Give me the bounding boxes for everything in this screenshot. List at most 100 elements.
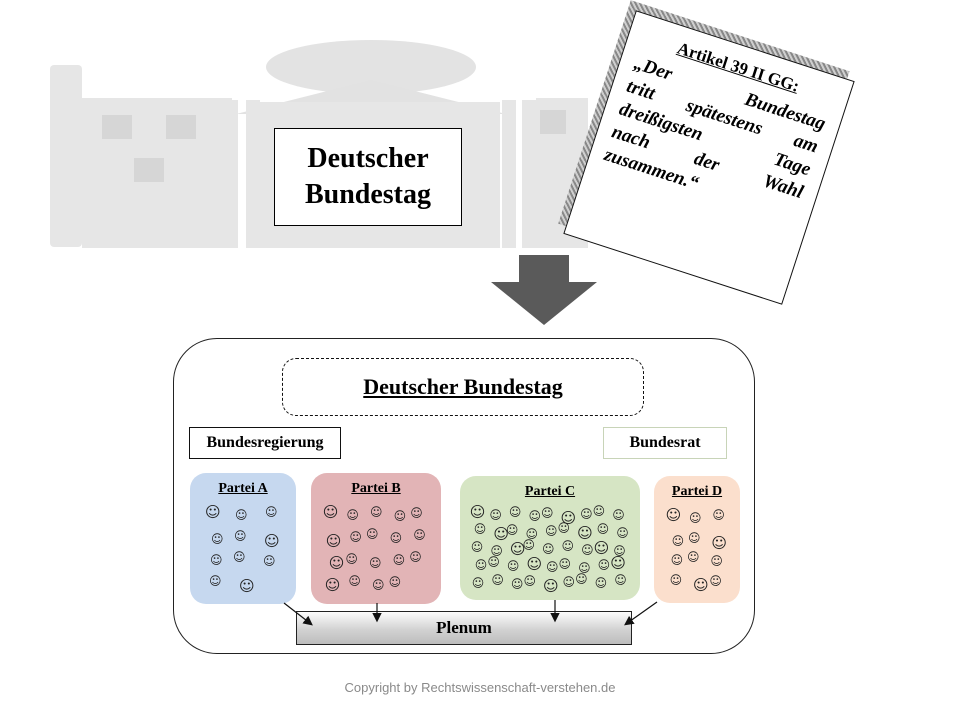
smiley-face-icon: ☺ (580, 507, 593, 522)
smiley-face-icon: ☺ (523, 573, 536, 588)
smiley-face-icon: ☺ (235, 508, 248, 523)
smiley-face-icon: ☺ (388, 574, 402, 589)
smiley-face-icon: ☺ (205, 503, 221, 522)
smiley-face-icon: ☺ (389, 531, 403, 546)
smiley-face-icon: ☺ (541, 506, 554, 521)
smiley-face-icon: ☺ (491, 572, 504, 587)
arrow-head (491, 282, 597, 325)
smiley-face-icon: ☺ (489, 508, 502, 523)
bundesregierung-label: Bundesregierung (206, 434, 324, 451)
smiley-face-icon: ☺ (545, 524, 558, 539)
diagram-title-box: Deutscher Bundestag (282, 358, 644, 416)
smiley-face-icon: ☺ (487, 554, 500, 569)
smiley-face-icon: ☺ (577, 524, 593, 543)
smiley-face-icon: ☺ (505, 523, 519, 538)
building-window (540, 110, 566, 134)
smiley-face-icon: ☺ (709, 574, 722, 589)
smiley-face-icon: ☺ (597, 557, 611, 572)
smiley-face-icon: ☺ (233, 549, 246, 564)
party-c-label: Partei C (524, 484, 576, 499)
smiley-face-icon: ☺ (325, 532, 342, 551)
smiley-face-icon: ☺ (669, 573, 683, 588)
smiley-face-icon: ☺ (693, 576, 709, 595)
smiley-face-icon: ☺ (510, 576, 524, 591)
smiley-face-icon: ☺ (413, 528, 426, 543)
party-a-box: Partei A ☺☺☺☺☺☺☺☺☺☺☺ (190, 473, 296, 604)
smiley-face-icon: ☺ (522, 538, 535, 552)
bundesregierung-box: Bundesregierung (189, 427, 341, 459)
smiley-face-icon: ☺ (665, 505, 682, 524)
smiley-face-icon: ☺ (348, 573, 361, 588)
smiley-face-icon: ☺ (561, 539, 575, 553)
smiley-face-icon: ☺ (710, 554, 723, 569)
smiley-face-icon: ☺ (372, 577, 385, 592)
smiley-face-icon: ☺ (471, 575, 485, 590)
party-d-box: Partei D ☺☺☺☺☺☺☺☺☺☺☺☺ (654, 476, 740, 603)
smiley-face-icon: ☺ (409, 549, 422, 564)
smiley-face-icon: ☺ (410, 506, 423, 521)
smiley-face-icon: ☺ (592, 504, 606, 519)
building-window (134, 158, 164, 182)
smiley-face-icon: ☺ (370, 505, 383, 520)
party-a-label: Partei A (218, 481, 268, 496)
smiley-face-icon: ☺ (234, 529, 247, 544)
smiley-face-icon: ☺ (562, 574, 576, 589)
smiley-face-icon: ☺ (614, 572, 627, 587)
smiley-face-icon: ☺ (557, 521, 571, 536)
smiley-face-icon: ☺ (349, 530, 362, 545)
building-column (502, 100, 516, 248)
smiley-face-icon: ☺ (616, 526, 629, 541)
smiley-face-icon: ☺ (688, 530, 701, 545)
smiley-face-icon: ☺ (393, 509, 407, 524)
smiley-face-icon: ☺ (392, 552, 406, 567)
smiley-face-icon: ☺ (211, 532, 224, 547)
smiley-face-icon: ☺ (558, 556, 572, 571)
smiley-face-icon: ☺ (687, 550, 700, 565)
smiley-face-icon: ☺ (209, 573, 222, 588)
smiley-face-icon: ☺ (490, 544, 503, 558)
smiley-face-icon: ☺ (575, 571, 588, 586)
building-window (102, 115, 132, 139)
smiley-face-icon: ☺ (345, 551, 358, 566)
smiley-face-icon: ☺ (689, 510, 702, 525)
smiley-face-icon: ☺ (493, 525, 509, 544)
smiley-face-icon: ☺ (711, 533, 727, 552)
smiley-face-icon: ☺ (581, 543, 594, 557)
smiley-face-icon: ☺ (670, 553, 684, 568)
smiley-face-icon: ☺ (210, 552, 223, 567)
smiley-face-icon: ☺ (328, 553, 345, 572)
smiley-face-icon: ☺ (474, 557, 488, 572)
bundesrat-box: Bundesrat (603, 427, 727, 459)
bundesrat-label: Bundesrat (629, 434, 701, 451)
smiley-face-icon: ☺ (324, 575, 341, 594)
party-c-box: Partei C ☺☺☺☺☺☺☺☺☺☺☺☺☺☺☺☺☺☺☺☺☺☺☺☺☺☺☺☺☺☺☺… (460, 476, 640, 600)
smiley-face-icon: ☺ (593, 539, 610, 557)
smiley-face-icon: ☺ (369, 555, 382, 570)
smiley-face-icon: ☺ (473, 522, 487, 537)
smiley-face-icon: ☺ (265, 505, 278, 520)
smiley-face-icon: ☺ (526, 554, 543, 573)
smiley-face-icon: ☺ (578, 560, 591, 575)
smiley-face-icon: ☺ (612, 508, 625, 523)
smiley-face-icon: ☺ (542, 542, 555, 556)
party-b-box: Partei B ☺☺☺☺☺☺☺☺☺☺☺☺☺☺☺☺☺☺☺ (311, 473, 441, 604)
smiley-face-icon: ☺ (508, 505, 522, 520)
smiley-face-icon: ☺ (470, 540, 484, 554)
building-window (166, 115, 196, 139)
smiley-face-icon: ☺ (560, 509, 577, 528)
smiley-face-icon: ☺ (322, 503, 339, 522)
plenum-bar: Plenum (296, 611, 632, 645)
smiley-face-icon: ☺ (263, 553, 276, 568)
bundestag-sign: Deutscher Bundestag (274, 128, 462, 226)
smiley-face-icon: ☺ (596, 522, 610, 537)
down-arrow-icon (491, 255, 597, 325)
smiley-face-icon: ☺ (712, 507, 725, 522)
smiley-face-icon: ☺ (610, 553, 626, 572)
party-b-label: Partei B (351, 481, 401, 496)
building-column (246, 100, 260, 248)
smiley-face-icon: ☺ (506, 558, 520, 573)
smiley-face-icon: ☺ (594, 575, 608, 590)
smiley-face-icon: ☺ (346, 508, 359, 523)
arrow-party-a-to-plenum (283, 602, 313, 626)
